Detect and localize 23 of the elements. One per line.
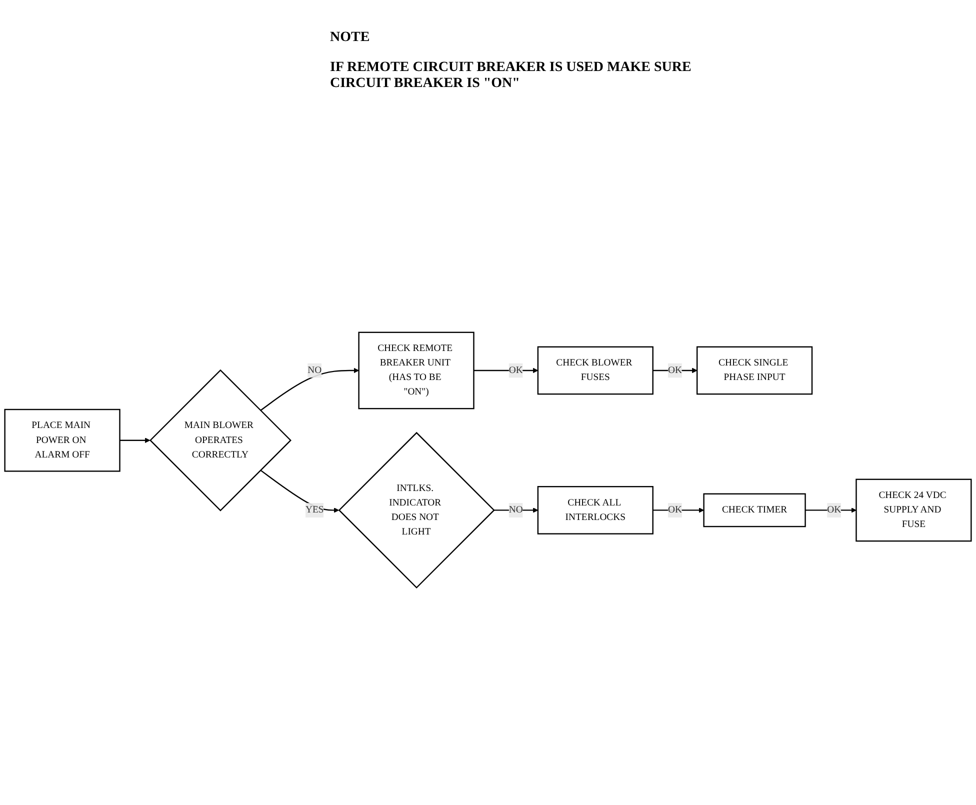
arrow <box>260 470 340 513</box>
note-text: NOTE <box>330 30 371 46</box>
edge-label: OK <box>508 365 523 376</box>
edge-label: OK <box>668 504 682 516</box>
note-text: IF REMOTE CIRCUIT BREAKER IS USED MAKE SURE CIRCUIT BREAKER IS "ON" <box>330 60 692 92</box>
edge-label: OK <box>668 365 682 376</box>
node-box: CHECK REMOTE BREAKER UNIT (HAS TO BE "ON") <box>358 332 474 410</box>
edge-label: YES <box>305 504 324 516</box>
edge-label: OK <box>827 504 842 516</box>
arrow <box>260 368 360 411</box>
node-box: CHECK BLOWER FUSES <box>537 346 654 395</box>
node-box: CHECK SINGLE PHASE INPUT <box>696 346 813 395</box>
arrow <box>120 438 150 443</box>
arrow <box>474 368 538 374</box>
node-box: CHECK TIMER <box>703 493 806 528</box>
node-box: CHECK ALL INTERLOCKS <box>537 486 654 534</box>
arrow <box>652 508 704 513</box>
node-diamond: INTLKS. INDICATOR DOES NOT LIGHT <box>338 432 495 588</box>
node-box: PLACE MAIN POWER ON ALARM OFF <box>4 408 120 472</box>
node-box: CHECK 24 VDC SUPPLY AND FUSE <box>856 478 972 542</box>
edge-label: NO <box>308 365 322 376</box>
node-diamond: MAIN BLOWER OPERATES CORRECTLY <box>149 369 292 512</box>
edge-label: NO <box>508 504 523 516</box>
